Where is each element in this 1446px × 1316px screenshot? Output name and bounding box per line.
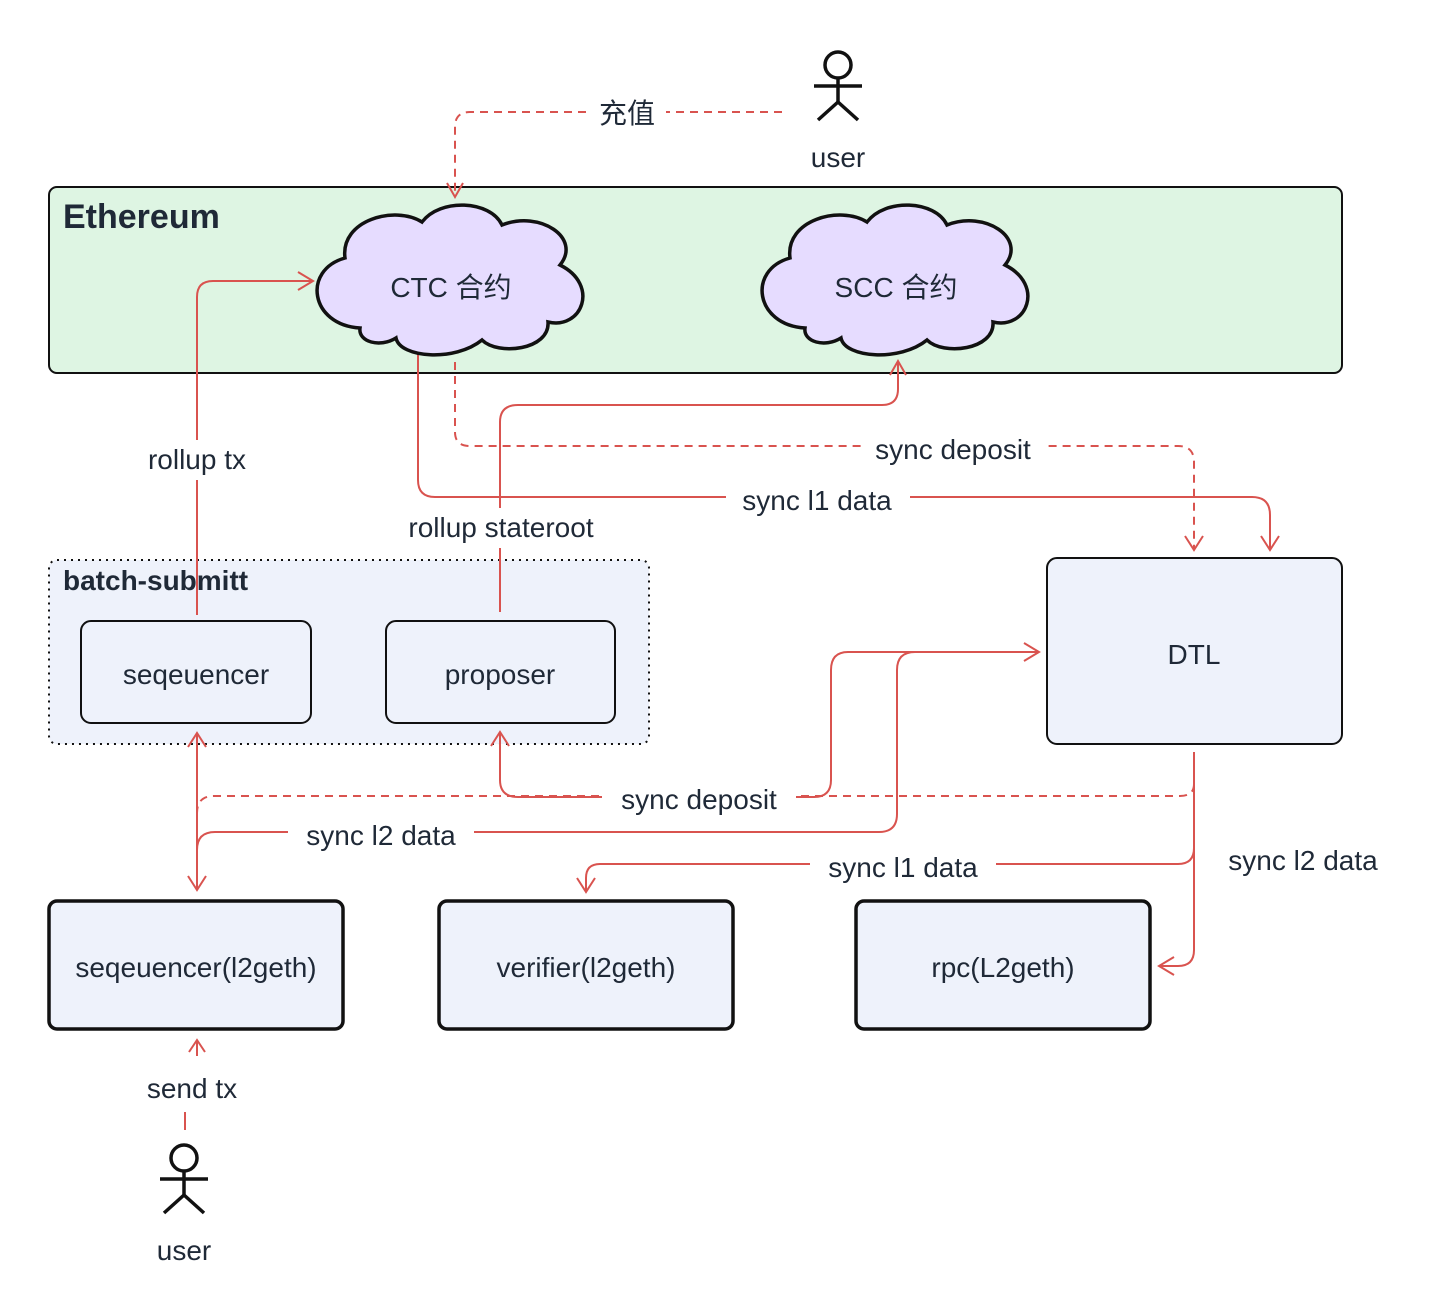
edge-sync-deposit-top: sync deposit [454, 362, 1204, 552]
top-user-label: user [811, 142, 865, 173]
ethereum-group-title: Ethereum [63, 198, 220, 236]
seqeuencer-l2geth-label: seqeuencer(l2geth) [75, 952, 316, 983]
ctc-contract-label: CTC 合约 [390, 272, 511, 303]
edge-sync-deposit-mid [490, 651, 1038, 798]
rpc-l2geth-node[interactable]: rpc(L2geth) [854, 899, 1152, 1031]
ctc-contract-node[interactable]: CTC 合约 [315, 203, 585, 357]
seqeuencer-l2geth-node[interactable]: seqeuencer(l2geth) [47, 899, 345, 1031]
edge-send-tx: send tx [147, 1038, 237, 1130]
verifier-l2geth-node[interactable]: verifier(l2geth) [437, 899, 735, 1031]
edge-rollup-stateroot-label: rollup stateroot [408, 512, 593, 543]
edge-rollup-tx: rollup tx [132, 271, 315, 615]
proposer-label: proposer [445, 659, 556, 690]
user-icon [160, 1143, 208, 1215]
dtl-label: DTL [1168, 639, 1221, 670]
edge-sync-l2-data-mid-label: sync l2 data [306, 820, 456, 851]
batch-submitter-group-title: batch-submitt [63, 565, 248, 596]
bottom-user-actor: user [157, 1143, 211, 1266]
seqeuencer-submitter-label: seqeuencer [123, 659, 269, 690]
edge-deposit: 充值 [446, 92, 782, 200]
scc-contract-node[interactable]: SCC 合约 [760, 203, 1030, 357]
rpc-l2geth-label: rpc(L2geth) [931, 952, 1074, 983]
dtl-node[interactable]: DTL [1046, 557, 1343, 745]
edge-sync-l2-data-mid: sync l2 data [196, 642, 1041, 880]
edge-deposit-label: 充值 [599, 98, 655, 129]
top-user-actor: user [811, 50, 865, 173]
edge-sync-l1-data-top-label: sync l1 data [742, 485, 892, 516]
edge-sync-l1-data-bottom: sync l1 data [576, 752, 1195, 894]
edge-sync-l2-data-right: sync l2 data [1157, 752, 1378, 976]
user-icon [814, 50, 862, 122]
edge-sync-deposit-dashed: sync deposit [196, 778, 1195, 888]
edge-sync-deposit-mid-label: sync deposit [621, 784, 777, 815]
edge-send-tx-label: send tx [147, 1073, 237, 1104]
edge-sync-l2-data-right-label: sync l2 data [1228, 845, 1378, 876]
edge-rollup-tx-label: rollup tx [148, 444, 246, 475]
scc-contract-label: SCC 合约 [835, 272, 958, 303]
proposer-node[interactable]: proposer [385, 620, 616, 724]
seqeuencer-submitter-node[interactable]: seqeuencer [80, 620, 312, 724]
edge-rollup-stateroot: rollup stateroot [392, 358, 907, 612]
edge-sync-l1-data-bottom-label: sync l1 data [828, 852, 978, 883]
verifier-l2geth-label: verifier(l2geth) [497, 952, 676, 983]
bottom-user-label: user [157, 1235, 211, 1266]
edge-sync-l1-data-top: sync l1 data [417, 352, 1280, 552]
edge-sync-deposit-top-label: sync deposit [875, 434, 1031, 465]
